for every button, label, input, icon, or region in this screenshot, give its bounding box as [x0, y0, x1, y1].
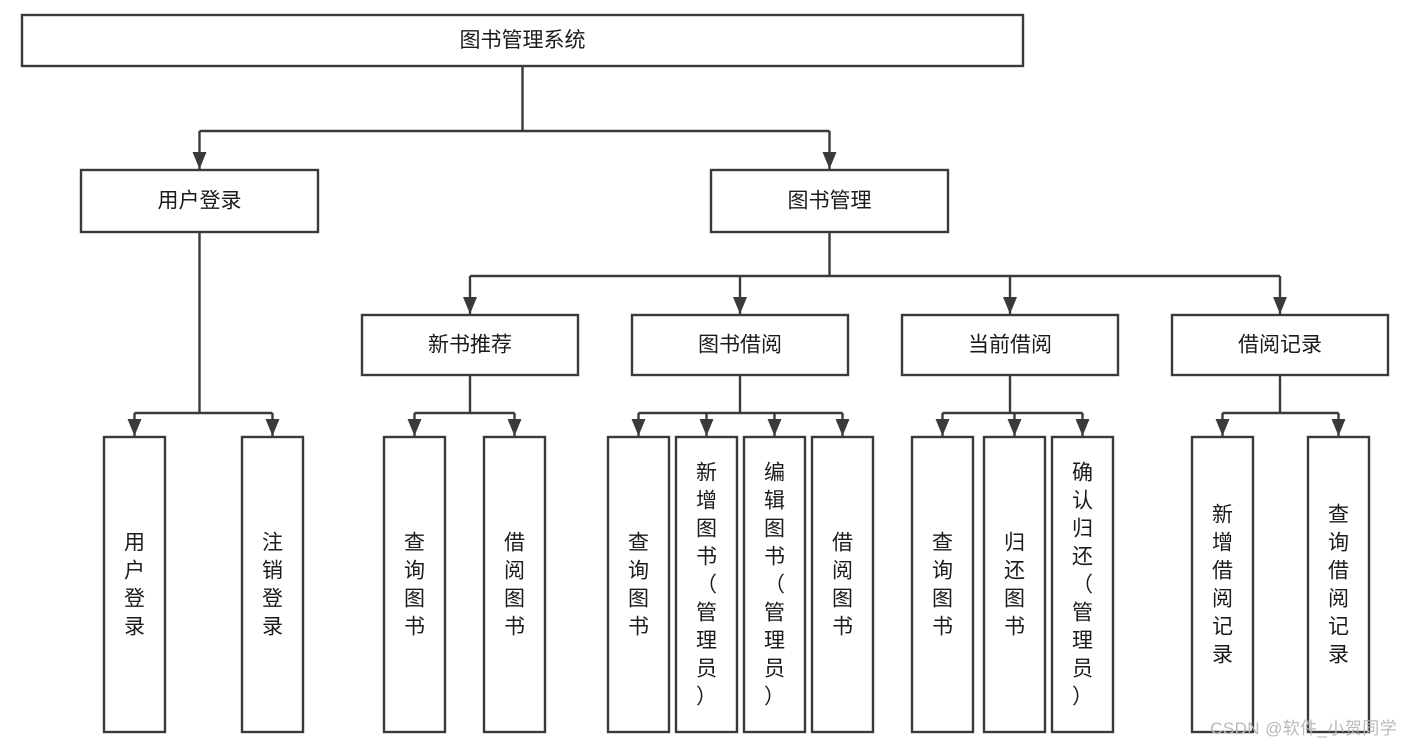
leaf-node-4[interactable]: 查询图书	[606, 435, 671, 734]
level2-node-1[interactable]: 图书管理	[709, 168, 950, 234]
arrow-head-icon	[1007, 419, 1022, 436]
node-label: 图书借阅	[698, 334, 782, 357]
node-rect[interactable]	[630, 313, 850, 377]
level3-node-0[interactable]: 新书推荐	[360, 313, 580, 377]
arrow-head-icon	[1003, 297, 1017, 314]
node-rect[interactable]	[102, 435, 167, 734]
arrow-head-icon	[192, 152, 207, 169]
node-rect[interactable]	[79, 168, 320, 234]
node-label: 查询图书	[628, 532, 649, 639]
node-rect[interactable]	[382, 435, 447, 734]
node-label: 新增图书（管理员）	[696, 462, 717, 709]
arrow-head-icon	[407, 419, 422, 436]
node-rect[interactable]	[360, 313, 580, 377]
node-label: 编辑图书（管理员）	[764, 462, 785, 709]
node-label: 当前借阅	[968, 334, 1052, 357]
leaf-node-1[interactable]: 注销登录	[240, 435, 305, 734]
node-label: 确认归还（管理员）	[1072, 462, 1093, 709]
node-label: 查询借阅记录	[1328, 504, 1349, 667]
node-rect[interactable]	[982, 435, 1047, 734]
node-rect[interactable]	[482, 435, 547, 734]
arrow-head-icon	[265, 419, 280, 436]
node-rect[interactable]	[910, 435, 975, 734]
node-rect[interactable]	[674, 435, 739, 734]
arrow-head-icon	[1273, 297, 1287, 314]
node-rect[interactable]	[1050, 435, 1115, 734]
node-rect[interactable]	[240, 435, 305, 734]
node-label: 借阅图书	[504, 532, 525, 639]
node-rect[interactable]	[742, 435, 807, 734]
node-layer: 图书管理系统用户登录图书管理新书推荐图书借阅当前借阅借阅记录用户登录注销登录查询…	[20, 13, 1390, 734]
leaf-node-11[interactable]: 新增借阅记录	[1190, 435, 1255, 734]
leaf-node-12[interactable]: 查询借阅记录	[1306, 435, 1371, 734]
node-rect[interactable]	[1190, 435, 1255, 734]
node-label: 借阅记录	[1238, 334, 1322, 357]
leaf-node-6[interactable]: 编辑图书（管理员）	[742, 435, 807, 734]
node-label: 图书管理	[788, 190, 872, 213]
node-label: 查询图书	[932, 532, 953, 639]
node-label: 归还图书	[1004, 532, 1025, 639]
arrow-head-icon	[699, 419, 714, 436]
arrow-head-icon	[631, 419, 646, 436]
leaf-node-9[interactable]: 归还图书	[982, 435, 1047, 734]
connector-layer	[127, 66, 1346, 436]
leaf-node-10[interactable]: 确认归还（管理员）	[1050, 435, 1115, 734]
arrow-head-icon	[1075, 419, 1090, 436]
arrow-head-icon	[733, 297, 747, 314]
arrow-head-icon	[935, 419, 950, 436]
node-rect[interactable]	[709, 168, 950, 234]
level3-node-3[interactable]: 借阅记录	[1170, 313, 1390, 377]
level3-node-1[interactable]: 图书借阅	[630, 313, 850, 377]
node-label: 借阅图书	[832, 532, 853, 639]
arrow-head-icon	[127, 419, 142, 436]
leaf-node-8[interactable]: 查询图书	[910, 435, 975, 734]
node-label: 用户登录	[158, 190, 242, 213]
arrow-head-icon	[1331, 419, 1346, 436]
arrow-head-icon	[822, 152, 837, 169]
leaf-node-0[interactable]: 用户登录	[102, 435, 167, 734]
arrow-head-icon	[507, 419, 522, 436]
node-rect[interactable]	[20, 13, 1025, 68]
node-rect[interactable]	[810, 435, 875, 734]
node-label: 新增借阅记录	[1212, 504, 1233, 667]
node-label: 用户登录	[124, 532, 145, 639]
arrow-head-icon	[835, 419, 850, 436]
node-rect[interactable]	[900, 313, 1120, 377]
node-label: 注销登录	[262, 532, 283, 639]
node-rect[interactable]	[1170, 313, 1390, 377]
level3-node-2[interactable]: 当前借阅	[900, 313, 1120, 377]
leaf-node-5[interactable]: 新增图书（管理员）	[674, 435, 739, 734]
arrow-head-icon	[1215, 419, 1230, 436]
leaf-node-7[interactable]: 借阅图书	[810, 435, 875, 734]
node-rect[interactable]	[606, 435, 671, 734]
level2-node-0[interactable]: 用户登录	[79, 168, 320, 234]
root-node[interactable]: 图书管理系统	[20, 13, 1025, 68]
arrow-head-icon	[463, 297, 477, 314]
node-label: 查询图书	[404, 532, 425, 639]
arrow-head-icon	[767, 419, 782, 436]
leaf-node-3[interactable]: 借阅图书	[482, 435, 547, 734]
leaf-node-2[interactable]: 查询图书	[382, 435, 447, 734]
node-label: 新书推荐	[428, 334, 512, 357]
node-label: 图书管理系统	[460, 29, 586, 52]
node-rect[interactable]	[1306, 435, 1371, 734]
